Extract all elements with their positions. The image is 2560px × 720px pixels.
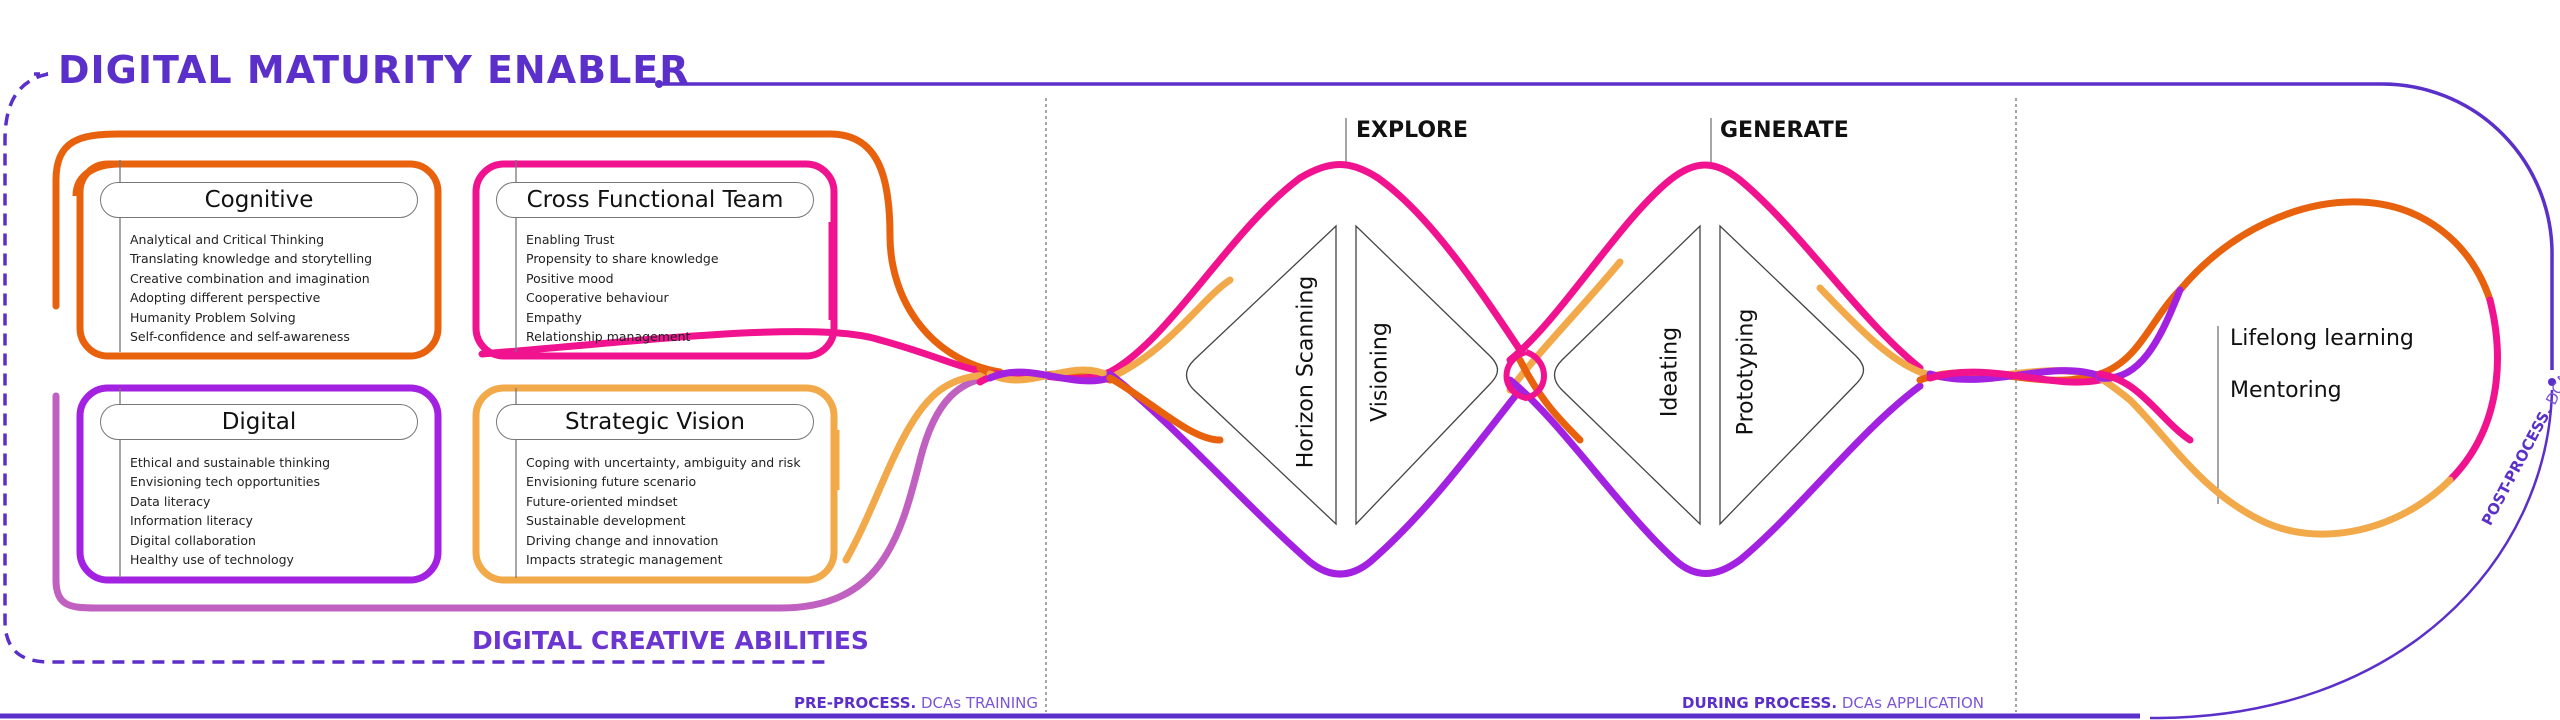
orange-outer-loop [52,130,1004,376]
prototyping-triangle [1719,224,1865,526]
explore-lower-violet [1106,370,1524,578]
list-item: Impacts strategic management [526,552,723,568]
list-item: Information literacy [130,513,253,529]
braid-right [1916,367,2104,386]
strategic-vision-skill-list: Coping with uncertainty, ambiguity and r… [526,453,801,569]
visioning-triangle [1355,224,1499,526]
explore-upper-magenta [1106,161,1524,376]
digital-skill-list: Ethical and sustainable thinking Envisio… [130,453,330,569]
generate-exit-peach [1816,284,1924,376]
frame-dot [655,80,663,88]
visioning-label: Visioning [1367,322,1393,422]
list-item: Cooperative behaviour [526,290,669,306]
explore-diamond [1106,161,1524,578]
frame-dashed-left [3,72,832,664]
stage-separators [1045,98,2017,712]
list-item: Future-oriented mindset [526,493,678,509]
digital-label: Digital [100,404,418,440]
frame-end-dot [2548,378,2556,386]
generate-upper-peach [1506,258,1624,394]
generate-lower-violet [1506,376,1924,577]
pre-process-title: PRE-PROCESS. [794,694,917,712]
frame-top-line [660,82,2554,370]
diagram-subtitle: DIGITAL CREATIVE ABILITIES [472,626,869,655]
pre-process-label: PRE-PROCESS. DCAs TRAINING [794,694,1038,712]
list-item: Data literacy [130,493,211,509]
list-item: Driving change and innovation [526,532,719,548]
diagram-title: DIGITAL MATURITY ENABLER [58,48,690,92]
circle-magenta-entry [2096,370,2194,444]
inner-triangles [1185,224,1865,526]
mentoring-label: Mentoring [2230,378,2342,403]
circle-orange [2096,198,2494,378]
list-item: Analytical and Critical Thinking [130,232,325,247]
list-item: Self-confidence and self-awareness [130,329,350,345]
list-item: Sustainable development [526,513,686,529]
post-circle [2096,198,2501,538]
during-process-subtitle: DCAs APPLICATION [1841,694,1985,712]
list-item: Enabling Trust [526,232,615,247]
list-item: Envisioning future scenario [526,474,697,490]
explore-upper-peach [1106,276,1234,382]
prototyping-label: Prototyping [1733,308,1759,436]
list-item: Translating knowledge and storytelling [130,251,373,267]
cross-functional-skill-list: Enabling Trust Propensity to share knowl… [526,230,719,346]
generate-upper-magenta [1506,161,1924,372]
middle-knot [1503,349,1547,402]
generate-heading: GENERATE [1720,118,1849,143]
ideating-triangle [1553,224,1701,526]
list-item: Ethical and sustainable thinking [130,455,331,470]
during-process-label: DURING PROCESS. DCAs APPLICATION [1682,694,1984,712]
list-item: Envisioning tech opportunities [130,474,321,490]
cognitive-box [76,160,442,360]
magenta-tail [478,328,1004,378]
list-item: Healthy use of technology [130,552,294,568]
braid-right-d [1926,368,2104,386]
list-item: Humanity Problem Solving [130,309,296,325]
list-item: Propensity to share knowledge [526,251,719,267]
knot-ring [1503,349,1547,402]
braid-left [976,364,1114,386]
during-process-title: DURING PROCESS. [1682,694,1838,712]
cognitive-label: Cognitive [100,182,418,218]
cognitive-skill-list: Analytical and Critical Thinking Transla… [130,230,372,346]
cross-functional-label: Cross Functional Team [496,182,814,218]
braid-left-d [986,368,1114,385]
cognitive-stub [72,160,121,197]
outer-frame [0,72,2554,720]
iteration-arc [2149,389,2554,720]
list-item: Adopting different perspective [130,290,321,306]
list-item: Coping with uncertainty, ambiguity and r… [526,455,801,470]
horizon-scanning-triangle [1185,224,1337,526]
violet-outer-loop [52,372,1004,612]
peach-tail [842,371,1004,564]
pre-process-subtitle: DCAs TRAINING [920,694,1039,712]
horizon-scanning-label: Horizon Scanning [1293,275,1319,469]
list-item: Positive mood [526,270,614,286]
explore-lower-orange [1106,374,1224,444]
list-item: Creative combination and imagination [130,270,370,286]
list-item: Digital collaboration [130,532,256,548]
generate-diamond [1506,161,1924,577]
explore-heading: EXPLORE [1356,118,1469,143]
ability-boxes [72,160,840,584]
circle-peach [2096,374,2454,538]
generate-lower-orange [1516,356,1584,444]
lifelong-learning-label: Lifelong learning [2230,326,2414,351]
ideating-label: Ideating [1657,326,1683,418]
list-item: Relationship management [526,329,691,345]
circle-magenta [2446,296,2501,484]
ability-loops [52,130,1004,612]
list-item: Empathy [526,309,582,325]
strategic-vision-label: Strategic Vision [496,404,814,440]
